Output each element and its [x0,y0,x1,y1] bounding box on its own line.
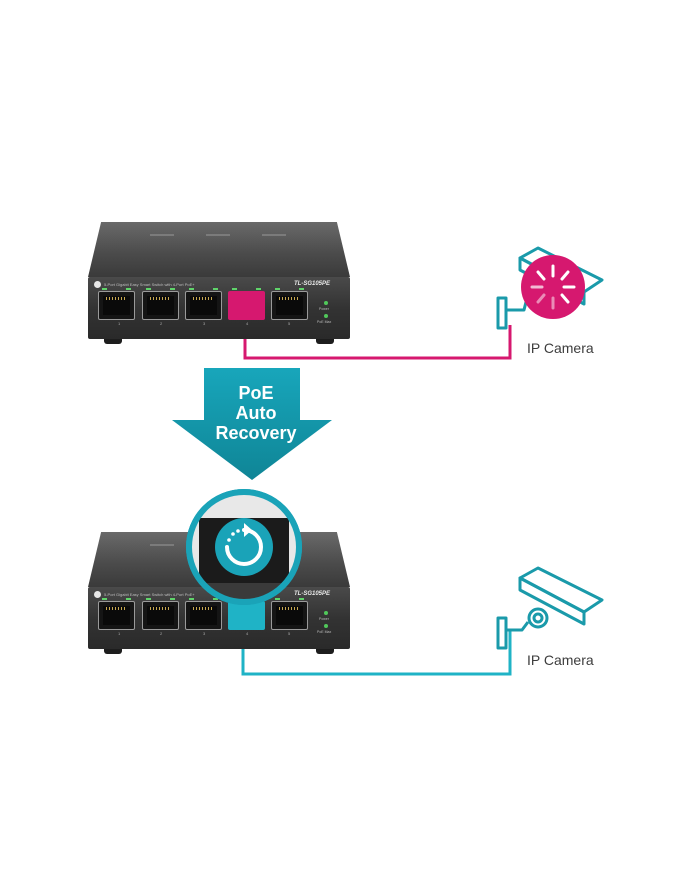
ethernet-port-3 [185,598,222,630]
ethernet-port-2 [142,598,179,630]
ethernet-port-4-fault [228,288,265,320]
loading-spinner-icon [521,255,585,319]
poe-max-led-label: PoE Max [317,630,332,634]
arrow-title-line-2: Auto [235,403,277,423]
ethernet-port-1 [98,598,135,630]
ethernet-port-4-recovered [228,598,265,630]
ip-camera-label: IP Camera [527,652,594,668]
port-number: 5 [288,631,291,636]
port-number: 5 [288,321,291,326]
power-led-label: Power [319,307,329,311]
switch-front-text: 5-Port Gigabit Easy Smart Switch with 4-… [104,592,195,597]
down-arrow [172,368,332,480]
port-number: 3 [203,321,206,326]
arrow-title-line-3: Recovery [215,423,297,443]
ip-camera-icon [496,566,604,650]
poe-max-led [324,624,328,628]
switch-model: TL-SG105PE [293,281,330,287]
ethernet-port-2 [142,288,179,320]
switch-model: TL-SG105PE [293,591,330,597]
arrow-title-line-1: PoE [238,383,274,403]
power-led [324,301,328,305]
poe-max-led-label: PoE Max [317,320,332,324]
recovered-cable [241,625,512,676]
port-number: 4 [246,321,249,326]
tp-link-logo [94,281,101,288]
port-number: 1 [118,321,121,326]
poe-max-led [324,314,328,318]
ethernet-port-1 [98,288,135,320]
port-number: 2 [160,321,163,326]
switch-top: 5-Port Gigabit Easy Smart Switch with 4-… [88,222,350,344]
tp-link-logo [94,591,101,598]
port-number: 1 [118,631,121,636]
port-number: 3 [203,631,206,636]
restart-icon [215,518,273,576]
ethernet-port-5 [271,288,308,320]
power-led [324,611,328,615]
switch-front-text: 5-Port Gigabit Easy Smart Switch with 4-… [104,282,195,287]
port-number: 2 [160,631,163,636]
power-led-label: Power [319,617,329,621]
ethernet-port-3 [185,288,222,320]
switch-front-panel: 5-Port Gigabit Easy Smart Switch with 4-… [88,277,350,339]
ip-camera-label: IP Camera [527,340,594,356]
ethernet-port-5 [271,598,308,630]
port-number: 4 [246,631,249,636]
